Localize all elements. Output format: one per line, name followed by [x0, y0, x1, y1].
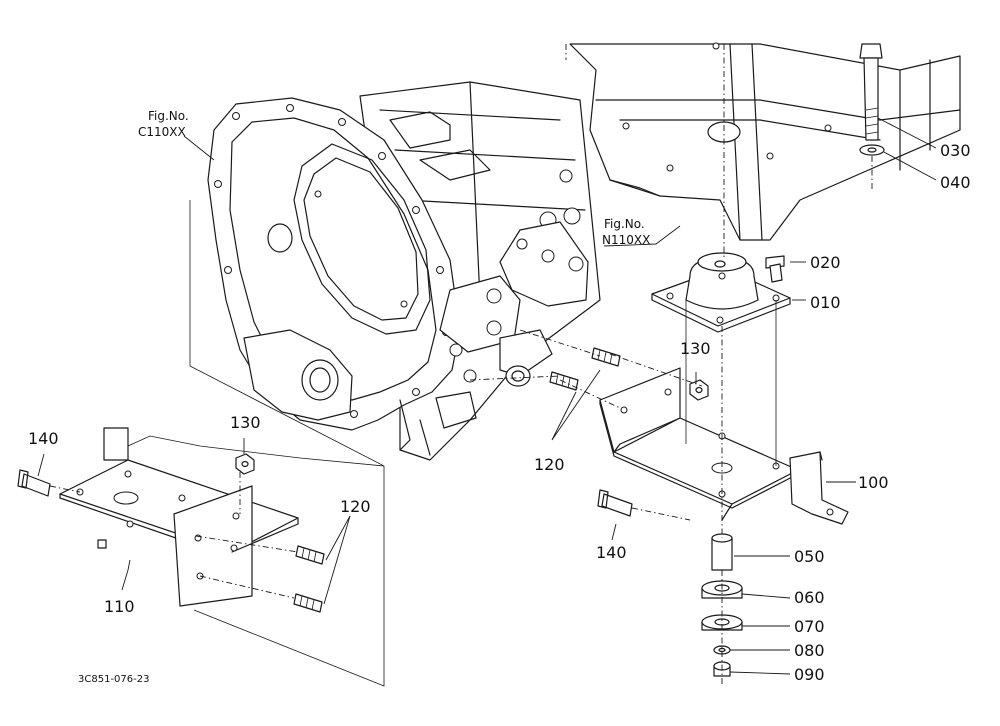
label-130-left: 130: [230, 413, 261, 432]
label-130-right: 130: [680, 339, 711, 358]
label-020: 020: [810, 253, 841, 272]
studs-120-right: [549, 347, 621, 391]
label-120-right: 120: [534, 455, 565, 474]
fig-ref-c110-line1: Fig.No.: [148, 109, 189, 123]
label-140-left: 140: [28, 429, 59, 448]
housing-mounting-lugs: [435, 221, 589, 429]
label-040: 040: [940, 173, 971, 192]
mount-bracket-left: [59, 427, 299, 607]
clutch-housing: [207, 81, 601, 461]
label-120-left: 120: [340, 497, 371, 516]
fig-ref-n110-line1: Fig.No.: [604, 217, 645, 231]
label-110: 110: [104, 597, 135, 616]
label-030: 030: [940, 141, 971, 160]
nut-130-left: [235, 453, 255, 475]
fig-ref-n110: Fig.No. N110XX: [602, 217, 650, 247]
label-060: 060: [794, 588, 825, 607]
mount-bracket-right: [599, 367, 849, 525]
label-070: 070: [794, 617, 825, 636]
label-090: 090: [794, 665, 825, 684]
fig-ref-c110-line2: C110XX: [138, 125, 186, 139]
studs-120-left: [293, 545, 325, 613]
stopper-070: [701, 614, 743, 631]
washer-040: [859, 144, 885, 156]
bolt-140-right: [597, 489, 633, 517]
label-140-right: 140: [596, 543, 627, 562]
cushion-rubber-mount: [651, 252, 791, 333]
engine-frame: [565, 42, 961, 241]
label-050: 050: [794, 547, 825, 566]
leader-lines: [37, 117, 937, 675]
phantom-lines: [49, 44, 873, 687]
fig-ref-n110-line2: N110XX: [602, 233, 650, 247]
drawing-code: 3C851-076-23: [78, 674, 149, 685]
bolt-020: [765, 255, 785, 283]
collar-050: [711, 533, 733, 571]
nut-130-right: [689, 379, 709, 401]
label-080: 080: [794, 641, 825, 660]
fig-ref-c110: Fig.No. C110XX: [138, 109, 189, 139]
label-010: 010: [810, 293, 841, 312]
bolt-140-left: [17, 469, 51, 497]
label-100: 100: [858, 473, 889, 492]
bolt-030: [859, 43, 883, 141]
